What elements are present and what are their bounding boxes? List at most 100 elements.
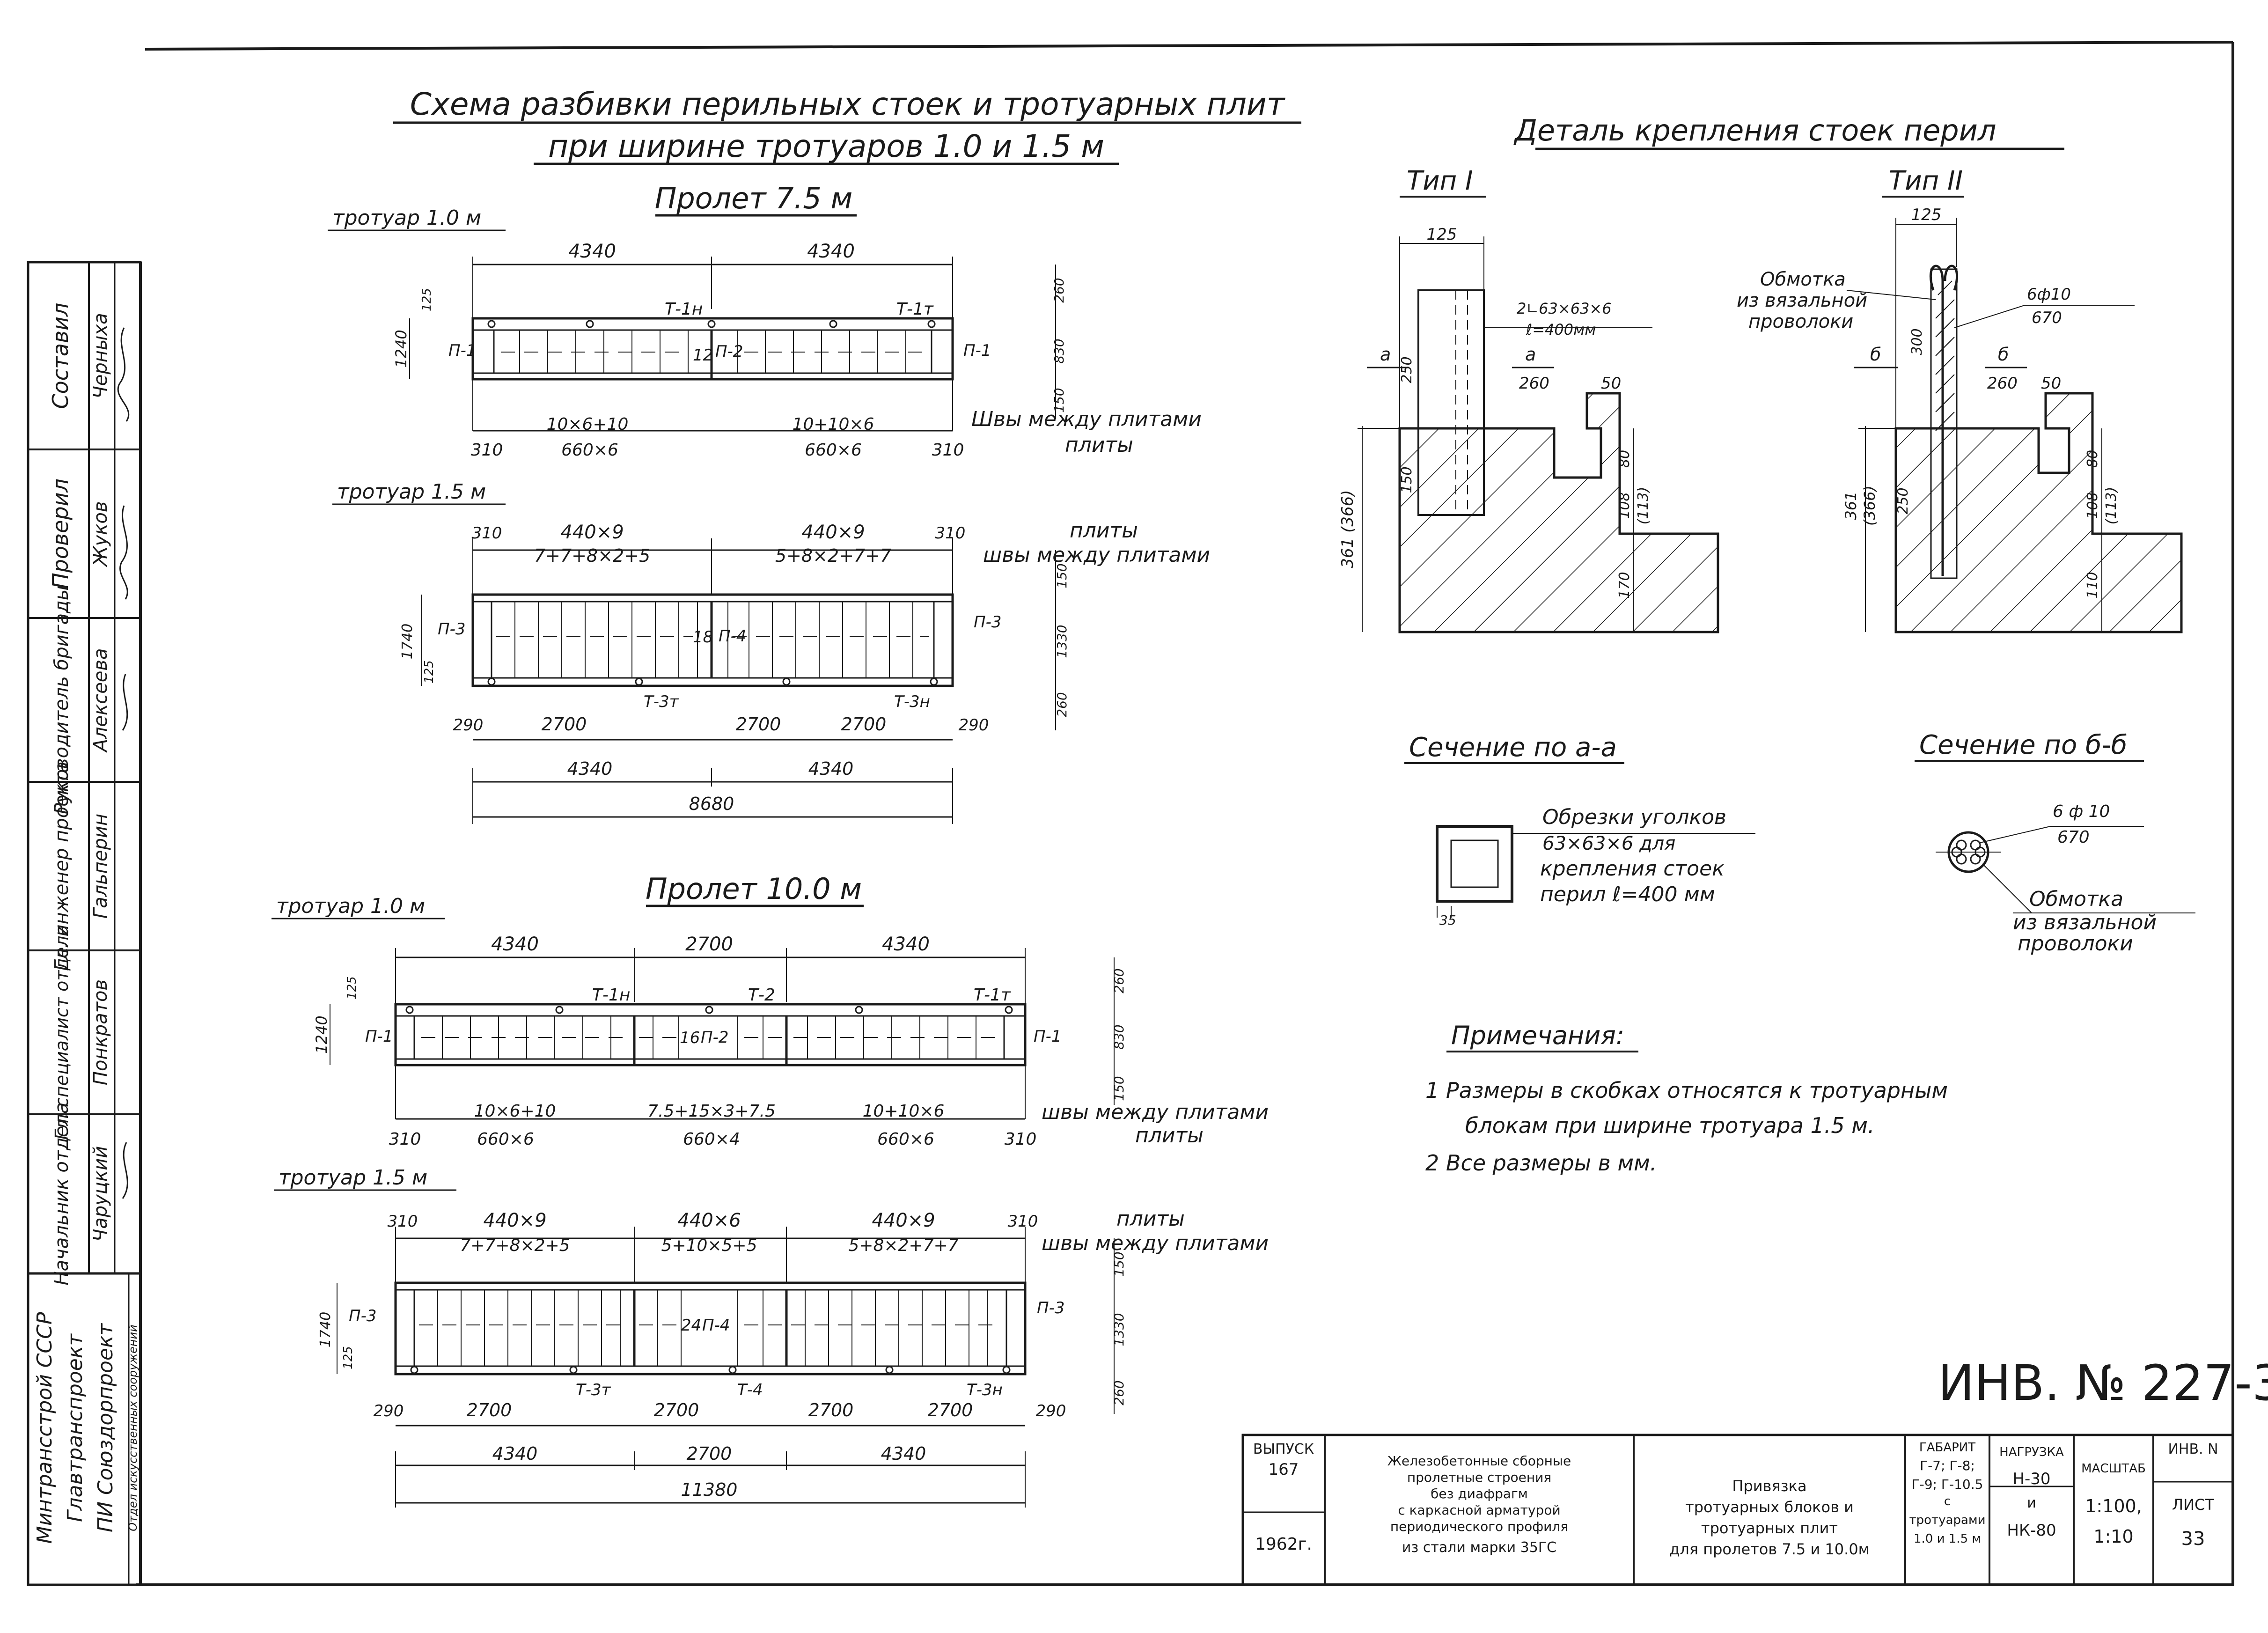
svg-text:П-1: П-1 [365,1027,393,1046]
svg-text:П-1: П-1 [963,341,991,360]
svg-text:33: 33 [2181,1528,2205,1550]
svg-text:Т-3т: Т-3т [644,692,679,711]
svg-text:и: и [2027,1495,2036,1511]
svg-text:63×63×6 для: 63×63×6 для [1542,833,1675,854]
svg-text:Понкратов: Понкратов [90,979,111,1085]
svg-text:260: 260 [1987,374,2018,393]
svg-text:П-4: П-4 [719,627,746,646]
svg-text:Т-1т: Т-1т [974,986,1011,1005]
svg-text:ВЫПУСК: ВЫПУСК [1253,1441,1314,1457]
sidewalk-label: тротуар 1.0 м [276,894,425,918]
svg-text:перил ℓ=400 мм: перил ℓ=400 мм [1540,883,1715,906]
svg-text:ПИ Союздорпроект: ПИ Союздорпроект [94,1323,117,1533]
svg-text:(366): (366) [1861,485,1879,526]
svg-text:с каркасной арматурой: с каркасной арматурой [1398,1502,1560,1518]
svg-text:108: 108 [2085,492,2101,519]
svg-text:2700: 2700 [928,1400,973,1420]
svg-text:плиты: плиты [1116,1207,1185,1231]
svg-text:4340: 4340 [808,758,854,779]
detail-type-1: Тип I 125 2∟63×63×6 ℓ=400мм а а 260 50 2… [1338,166,1719,633]
svg-text:5+8×2+7+7: 5+8×2+7+7 [775,545,891,566]
svg-text:2700: 2700 [467,1400,512,1420]
svg-text:Составил: Составил [48,303,73,409]
notes: Примечания: 1 Размеры в скобках относятс… [1425,1021,1948,1176]
svg-text:4340: 4340 [492,1443,538,1464]
svg-text:290: 290 [959,716,989,735]
svg-text:2 Все размеры в мм.: 2 Все размеры в мм. [1425,1150,1657,1176]
svg-text:Сечение по б-б: Сечение по б-б [1919,730,2127,760]
svg-text:260: 260 [1051,278,1067,302]
svg-text:125: 125 [420,288,434,311]
svg-text:блокам при ширине тротуара 1.5: блокам при ширине тротуара 1.5 м. [1465,1113,1875,1138]
svg-text:для пролетов 7.5 и 10.0м: для пролетов 7.5 и 10.0м [1669,1540,1870,1558]
section-a-a: Сечение по а-а 35 Обрезки уголков 63×63×… [1404,732,1755,928]
svg-text:660×6: 660×6 [561,441,618,460]
svg-text:швы между плитами: швы между плитами [1042,1100,1269,1124]
svg-text:тротуарных плит: тротуарных плит [1701,1519,1838,1537]
svg-text:7+7+8×2+5: 7+7+8×2+5 [460,1236,570,1255]
svg-text:плиты: плиты [1070,519,1138,543]
svg-text:Железобетонные сборные: Железобетонные сборные [1387,1453,1571,1469]
svg-text:плиты: плиты [1135,1124,1204,1148]
plan-span-10-sidewalk-1-5: 310 440×9 440×6 440×9 310 7+7+8×2+5 5+10… [317,1207,1269,1508]
svg-text:П-4: П-4 [702,1316,730,1335]
svg-text:1330: 1330 [1054,625,1070,658]
svg-text:125: 125 [1427,225,1457,244]
svg-text:а: а [1380,344,1391,365]
svg-text:П-3: П-3 [438,620,465,639]
sidewalk-label: тротуар 1.5 м [337,480,486,504]
svg-text:167: 167 [1269,1460,1299,1479]
svg-text:660×6: 660×6 [805,441,862,460]
svg-text:4340: 4340 [807,241,855,262]
svg-text:П-3: П-3 [974,613,1001,632]
side-stamp: Составил Проверил Руководитель бригады Г… [27,261,142,1586]
svg-text:Т-2: Т-2 [748,986,775,1005]
svg-text:260: 260 [1054,692,1070,717]
svg-text:Г-7; Г-8;: Г-7; Г-8; [1920,1458,1975,1473]
svg-text:Гальперин: Гальперин [90,814,111,919]
svg-text:310: 310 [388,1212,418,1231]
svg-text:Гл. специалист отдела: Гл. специалист отдела [51,925,72,1140]
svg-text:2700: 2700 [654,1400,699,1420]
svg-text:310: 310 [1008,1212,1038,1231]
svg-text:из вязальной: из вязальной [2013,911,2157,934]
detail-type-2: Тип II 125 Обмотка из вязальной проволок… [1737,166,2183,633]
section-b-b: Сечение по б-б 6 ф 10 670 Обмотка из вяз… [1915,730,2195,956]
svg-text:1740: 1740 [317,1312,334,1347]
svg-text:проволоки: проволоки [1748,311,1853,332]
svg-text:П-3: П-3 [1037,1299,1064,1317]
svg-text:1962г.: 1962г. [1255,1535,1312,1554]
svg-text:125: 125 [345,976,359,1000]
svg-text:10×6+10: 10×6+10 [474,1102,556,1121]
plan-span-7-5-sidewalk-1-5: 310 440×9 440×9 310 7+7+8×2+5 5+8×2+7+7 … [399,519,1210,824]
svg-text:50: 50 [2041,374,2061,393]
svg-text:4340: 4340 [567,758,613,779]
svg-text:16: 16 [680,1029,700,1047]
svg-text:Швы между плитами: Швы между плитами [971,407,1202,431]
svg-text:1.0 и 1.5 м: 1.0 и 1.5 м [1914,1532,1981,1546]
svg-text:110: 110 [2085,572,2101,598]
svg-text:250: 250 [1399,356,1415,383]
svg-text:1740: 1740 [399,624,416,659]
svg-text:Схема разбивки перильных стоек: Схема разбивки перильных стоек и тротуар… [410,86,1286,122]
svg-text:1240: 1240 [313,1015,330,1053]
svg-text:Обрезки уголков: Обрезки уголков [1542,805,1726,829]
svg-text:310: 310 [932,441,964,460]
svg-text:Минтрансстрой СССР: Минтрансстрой СССР [33,1312,57,1544]
svg-text:швы между плитами: швы между плитами [1042,1231,1269,1255]
svg-text:10×6+10: 10×6+10 [547,415,629,434]
svg-text:150: 150 [1111,1251,1127,1276]
svg-text:150: 150 [1051,388,1067,412]
svg-text:из вязальной: из вязальной [1737,290,1867,311]
svg-text:660×6: 660×6 [877,1130,934,1149]
svg-text:7.5+15×3+7.5: 7.5+15×3+7.5 [647,1102,776,1121]
svg-text:10+10×6: 10+10×6 [863,1102,945,1121]
svg-text:310: 310 [471,441,503,460]
svg-text:МАСШТАБ: МАСШТАБ [2081,1462,2146,1476]
inventory-number: ИНВ. № 227-38 [1938,1354,2268,1412]
svg-text:ЛИСТ: ЛИСТ [2172,1496,2214,1514]
svg-text:НК-80: НК-80 [2007,1521,2056,1540]
svg-text:310: 310 [389,1130,421,1149]
svg-text:Тип II: Тип II [1889,166,1963,196]
